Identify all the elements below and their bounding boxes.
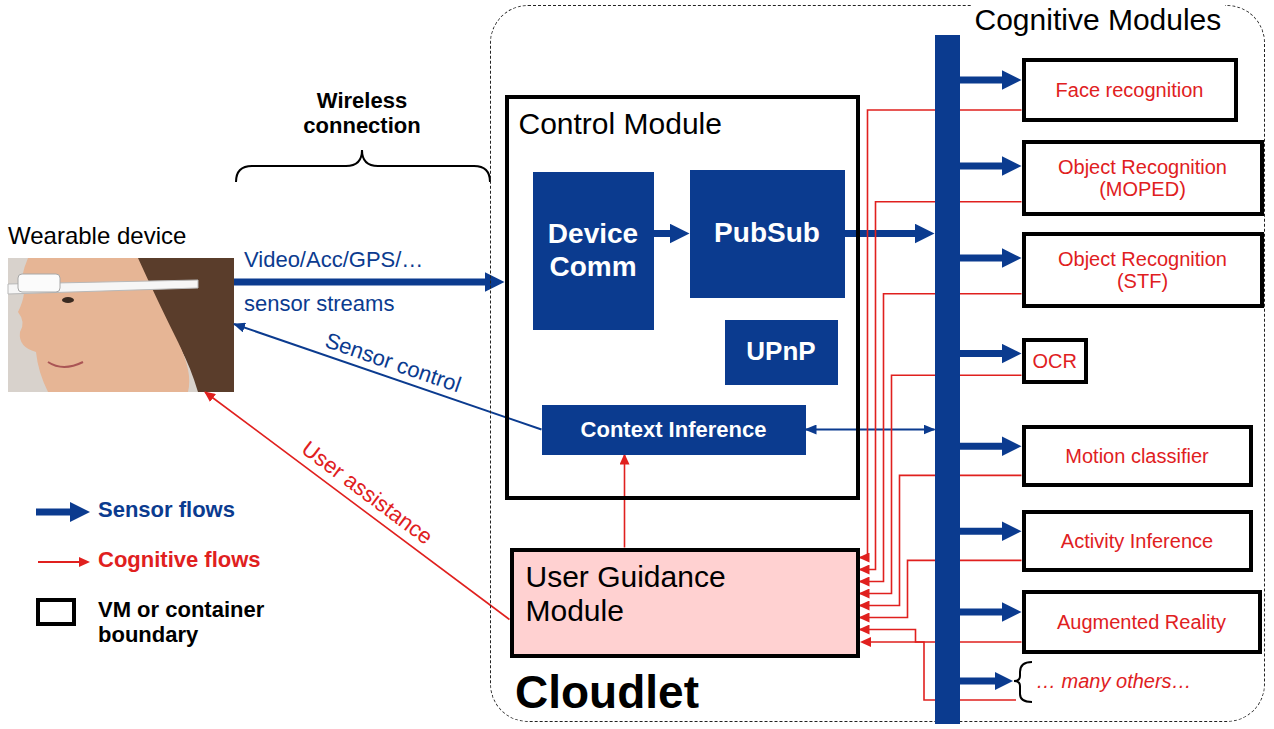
cloudlet-region: Device Comm PubSubUPnP Context Inference Co… (490, 5, 1265, 722)
node-label: Object Recognition (MOPED) (1032, 156, 1254, 200)
legend-label: Sensor flows (98, 497, 298, 522)
cognitive-flow (205, 392, 510, 620)
sensor-flow (960, 163, 1010, 170)
sensor-flow (960, 528, 1010, 535)
node-label: PubSub (714, 217, 820, 249)
edge-label: Sensor control (321, 327, 464, 398)
cognitive-module: Object Recognition (MOPED) (1022, 140, 1264, 216)
wearable-device: Wearable device (8, 222, 234, 392)
legend-label: VM or container boundary (98, 597, 288, 648)
cognitive-flow (624, 455, 626, 548)
node-label: Cognitive Modules (971, 3, 1226, 37)
control-module: Device Comm PubSubUPnP Context Inference Co… (505, 95, 860, 500)
sensor-flow (654, 230, 678, 237)
sensor-flow (960, 608, 1010, 615)
process-box: UPnP (725, 320, 838, 385)
process-box: Device Comm (533, 172, 654, 330)
sensor-flow (234, 324, 542, 430)
cognitive-module: OCR (1022, 338, 1088, 384)
sensor-bus: Cognitive Modules (935, 35, 960, 724)
sensor-flow (960, 350, 1010, 357)
legend-samples (36, 502, 90, 624)
annotation: … many others… (1036, 668, 1256, 694)
cognitive-module: Augmented Reality (1022, 590, 1262, 654)
wireless-brace (236, 150, 490, 182)
cognitive-module: Activity Inference (1022, 510, 1253, 572)
process-box: PubSub (690, 170, 845, 298)
cognitive-module: Motion classifier (1022, 425, 1253, 487)
node-label: Control Module (519, 107, 722, 141)
sensor-flow (806, 429, 935, 431)
cognitive-module: Face recognition (1022, 58, 1238, 122)
legend-label: Cognitive flows (98, 547, 298, 572)
annotation: Wireless connection (292, 88, 432, 139)
edge-label: Video/Acc/GPS/… sensor streams (244, 238, 444, 326)
cognitive-module: Object Recognition (STF) (1022, 232, 1264, 308)
node-label: Augmented Reality (1057, 611, 1226, 633)
node-label: Object Recognition (STF) (1032, 248, 1254, 292)
sensor-flow (234, 279, 493, 286)
node-label: User Guidance Module (526, 560, 756, 629)
wearer-photo (8, 258, 234, 392)
node-label: Activity Inference (1061, 530, 1213, 552)
node-label: Cloudlet (515, 665, 699, 719)
sensor-flow (960, 443, 1010, 450)
node-label: Device Comm (539, 218, 648, 282)
sensor-flow (960, 76, 1010, 83)
node-label: UPnP (746, 337, 815, 367)
sensor-flow (960, 255, 1010, 262)
process-box: Context Inference (542, 405, 806, 455)
edge-label: User assistance (296, 436, 437, 551)
node-label: Context Inference (581, 417, 767, 442)
guidance-module: User Guidance Module (510, 548, 860, 658)
node-label: Motion classifier (1065, 445, 1208, 467)
node-label: Face recognition (1056, 79, 1204, 101)
node-label: Wearable device (8, 222, 186, 250)
node-label: OCR (1033, 350, 1077, 372)
